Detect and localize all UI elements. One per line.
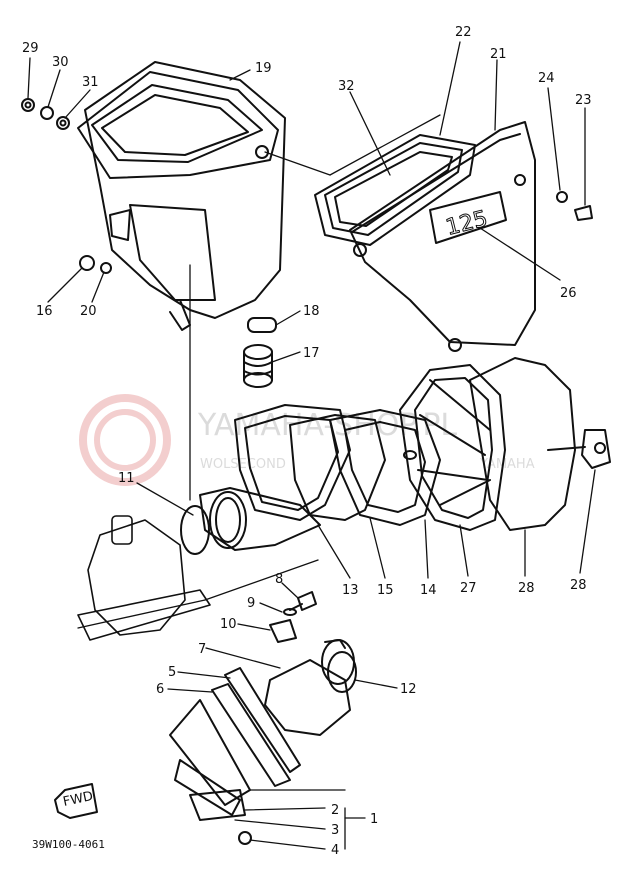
watermark-subtext: WOLSECOND: [200, 457, 286, 472]
intake-manifold-7: [264, 651, 357, 736]
label-19: 19: [255, 61, 272, 76]
label-20: 20: [80, 304, 97, 319]
label-18: 18: [303, 304, 320, 319]
gasket-6: [211, 683, 291, 787]
seal-18: [247, 317, 277, 333]
label-11: 11: [118, 471, 135, 486]
label-4: 4: [331, 843, 339, 858]
gasket-13: [234, 404, 351, 521]
label-5: 5: [168, 665, 176, 680]
filter-foam-26: [469, 357, 576, 531]
label-17: 17: [303, 346, 320, 361]
nut-29: [21, 98, 35, 112]
label-27: 27: [460, 581, 477, 596]
fwd-label: FWD: [62, 789, 95, 810]
label-3: 3: [331, 823, 339, 838]
label-26: 26: [560, 286, 577, 301]
label-6: 6: [156, 682, 164, 697]
label-32: 32: [338, 79, 355, 94]
label-9: 9: [247, 596, 255, 611]
label-1: 1: [370, 812, 378, 827]
element-guide-14: [329, 409, 441, 526]
label-13: 13: [342, 583, 359, 598]
bracket-10: [269, 619, 297, 643]
label-22: 22: [455, 25, 472, 40]
fwd-arrow-icon: [54, 783, 98, 819]
gasket-5: [224, 667, 301, 773]
washer-20: [100, 262, 112, 274]
air-filter-element: [314, 134, 476, 246]
wing-bolt-28: [547, 429, 611, 469]
label-29: 29: [22, 41, 39, 56]
label-28b: 28: [570, 578, 587, 593]
label-16: 16: [36, 304, 53, 319]
label-23: 23: [575, 93, 592, 108]
washer-24: [556, 191, 568, 203]
air-box-case: [77, 61, 286, 331]
label-12: 12: [400, 682, 417, 697]
label-28a: 28: [518, 581, 535, 596]
clamp-12: [321, 639, 355, 685]
label-2: 2: [331, 803, 339, 818]
cover-badge-125: 125: [443, 206, 490, 240]
carburetor-joint-11: [180, 487, 321, 555]
carburetor: [77, 515, 211, 641]
washer-31: [56, 116, 70, 130]
watermark: YAMAHA-SHOP.PL WOLSECOND YAMAHA: [79, 394, 535, 486]
part-labels: 29 30 31 19 22 21 32 24 23 26 16 20 18 1…: [22, 25, 592, 858]
joint-17: [243, 344, 273, 388]
label-24: 24: [538, 71, 555, 86]
watermark-subtext-2: YAMAHA: [479, 457, 535, 472]
label-15: 15: [377, 583, 394, 598]
label-31: 31: [82, 75, 99, 90]
label-10: 10: [220, 617, 237, 632]
washer-9: [283, 608, 297, 616]
label-8: 8: [275, 572, 283, 587]
nut-16: [79, 255, 95, 271]
label-21: 21: [490, 47, 507, 62]
label-14: 14: [420, 583, 437, 598]
label-7: 7: [198, 642, 206, 657]
watermark-text: YAMAHA-SHOP.PL: [197, 408, 457, 443]
screw-23: [574, 205, 593, 221]
diagram-code: 39W100-4061: [32, 838, 105, 851]
label-30: 30: [52, 55, 69, 70]
washer-30: [40, 106, 54, 120]
leader-lines: [27, 41, 596, 850]
reed-valve-assembly: [169, 699, 252, 845]
